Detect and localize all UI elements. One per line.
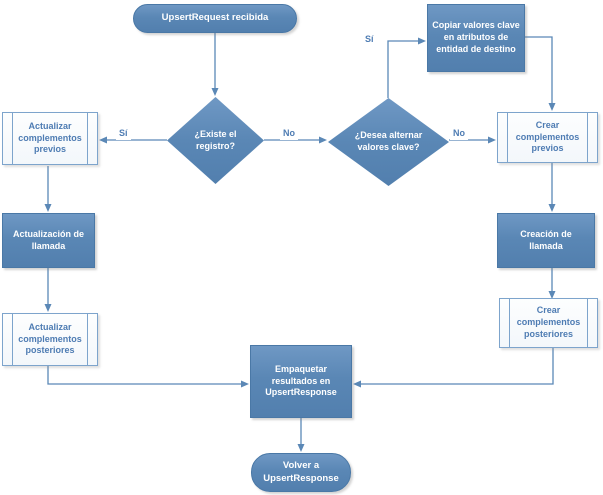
subprocess-bar xyxy=(587,299,588,347)
subprocess-bar xyxy=(87,113,88,164)
edge-label-alternate-yes: Sí xyxy=(362,33,377,46)
node-update-pre: Actualizar complementos previos xyxy=(2,112,98,165)
node-copy-keys: Copiar valores clave en atributos de ent… xyxy=(427,4,525,72)
node-update-post: Actualizar complementos posteriores xyxy=(2,313,98,366)
node-decision-exists: ¿Existe el registro? xyxy=(167,97,264,184)
node-label: Volver a UpsertResponse xyxy=(263,460,339,484)
subprocess-bar xyxy=(12,113,13,164)
node-create-post: Crear complementos posteriores xyxy=(499,298,598,348)
node-create-call: Creación de llamada xyxy=(497,213,595,268)
node-update-call: Actualización de llamada xyxy=(2,213,95,268)
subprocess-bar xyxy=(587,113,588,162)
node-label: Actualización de llamada xyxy=(12,228,84,251)
node-label: UpsertRequest recibida xyxy=(161,12,269,24)
edge-label-alternate-no: No xyxy=(450,127,468,140)
node-label: Actualizar complementos previos xyxy=(18,120,82,155)
subprocess-bar xyxy=(507,113,508,162)
node-label: Crear complementos previos xyxy=(515,119,580,154)
node-label: ¿Existe el registro? xyxy=(194,128,237,151)
edge-label-exists-yes: Sí xyxy=(116,127,131,140)
node-label: Copiar valores clave en atributos de ent… xyxy=(432,20,520,54)
node-label: Creación de llamada xyxy=(520,228,572,251)
node-label: Crear complementos posteriores xyxy=(516,305,581,339)
node-create-pre: Crear complementos previos xyxy=(497,112,598,163)
subprocess-bar xyxy=(87,314,88,365)
node-label: Actualizar complementos posteriores xyxy=(18,321,82,356)
subprocess-bar xyxy=(509,299,510,347)
node-decision-alternate: ¿Desea alternar valores clave? xyxy=(328,98,449,186)
node-label: ¿Desea alternar valores clave? xyxy=(354,130,423,152)
subprocess-bar xyxy=(12,314,13,365)
node-package: Empaquetar resultados en UpsertResponse xyxy=(250,345,352,418)
node-label: Empaquetar resultados en UpsertResponse xyxy=(265,363,337,398)
node-start: UpsertRequest recibida xyxy=(133,4,297,33)
node-end: Volver a UpsertResponse xyxy=(251,453,351,492)
edge-label-exists-no: No xyxy=(280,127,298,140)
